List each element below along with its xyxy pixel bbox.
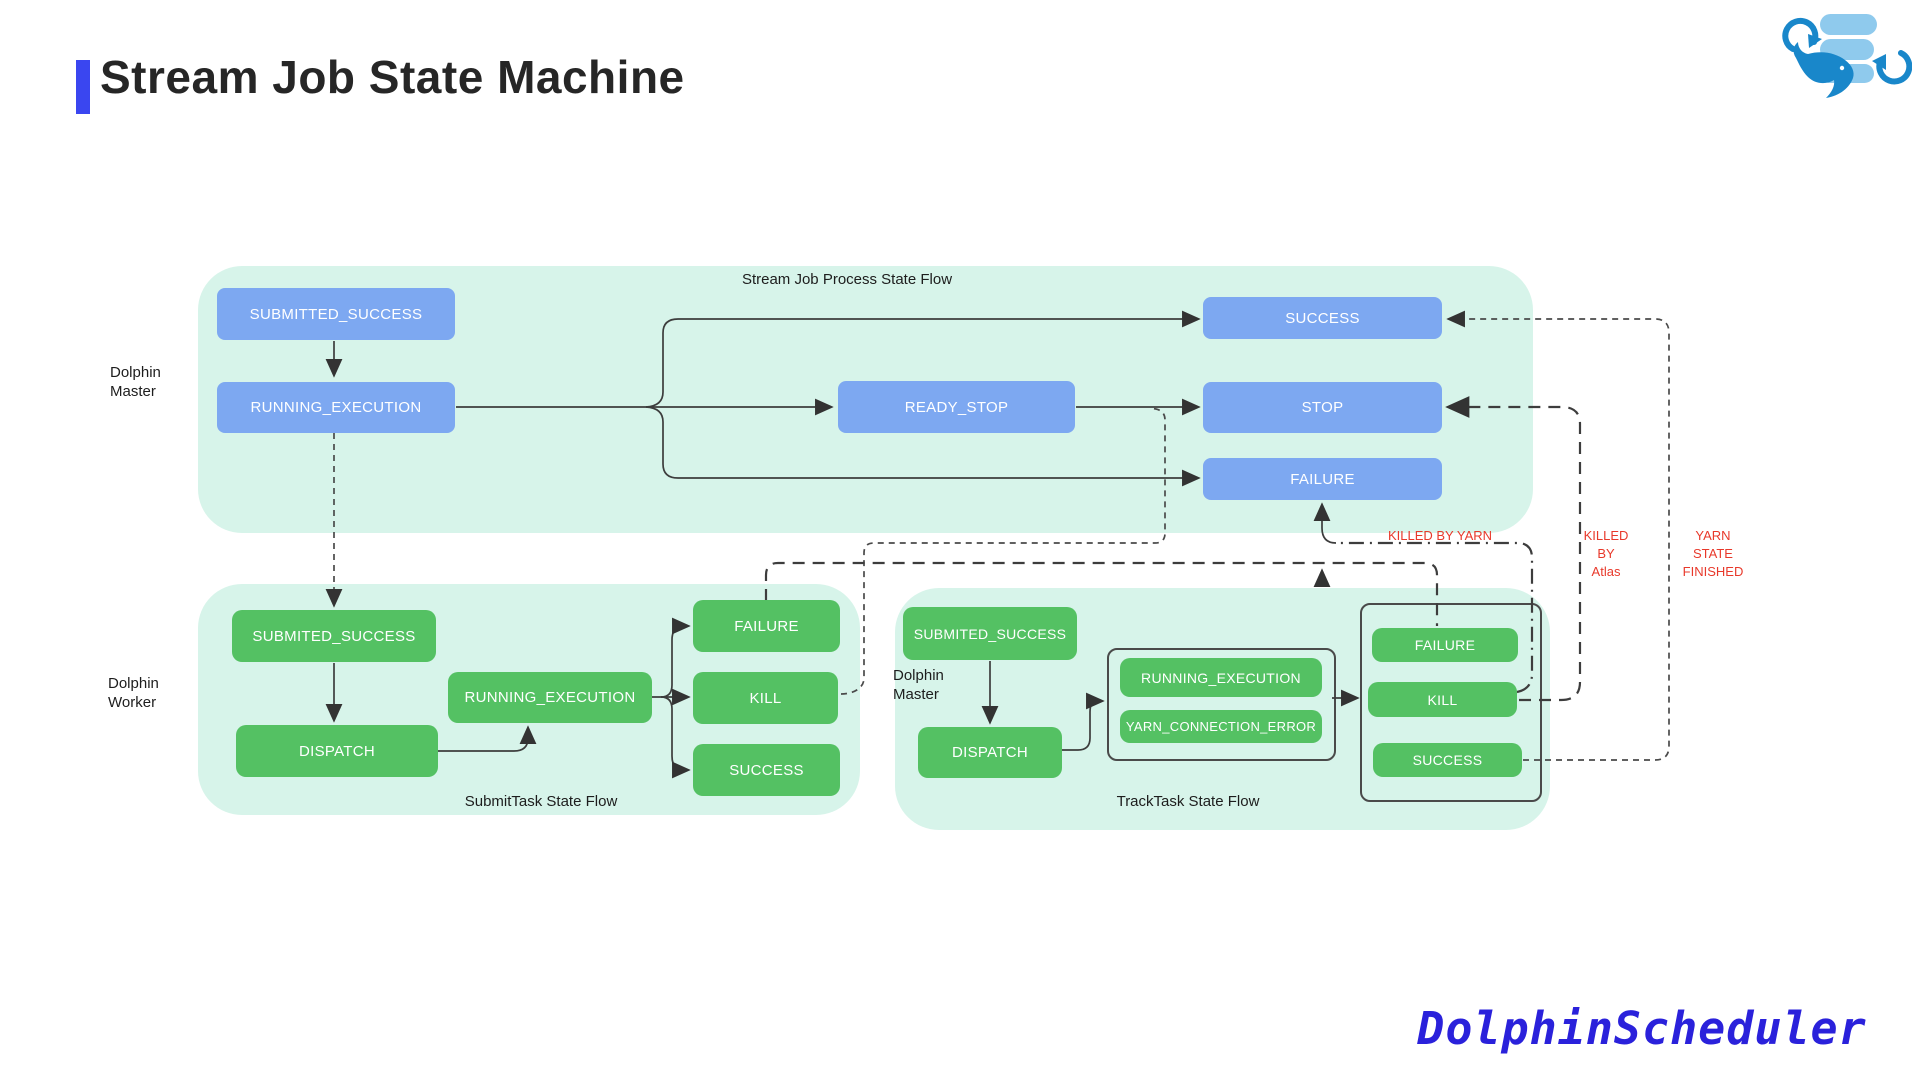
container-label-track: TrackTask State Flow	[1116, 793, 1260, 810]
track-running-group	[1107, 648, 1336, 761]
side-label-master-top: Dolphin Master	[110, 364, 161, 400]
annotation-yarn-state-finished: YARN STATE FINISHED	[1682, 528, 1744, 579]
logo-dolphin-eye	[1839, 65, 1845, 71]
node-p-running: RUNNING_EXECUTION	[217, 382, 455, 433]
node-p-submitted: SUBMITTED_SUCCESS	[217, 288, 455, 340]
logo-dolphin	[1793, 42, 1854, 98]
node-t-dispatch: DISPATCH	[918, 727, 1062, 778]
annotation-killed-by-atlas: KILLED BY Atlas	[1583, 528, 1629, 579]
node-t-failure: FAILURE	[1372, 628, 1518, 662]
side-label-worker: Dolphin Worker	[108, 675, 159, 711]
logo-cycle-arrowhead	[1872, 54, 1886, 70]
node-s-success: SUCCESS	[693, 744, 840, 796]
node-s-dispatch: DISPATCH	[236, 725, 438, 777]
logo-cycle-arrow-left	[1782, 17, 1819, 52]
node-p-success: SUCCESS	[1203, 297, 1442, 339]
node-s-submitted: SUBMITED_SUCCESS	[232, 610, 436, 662]
logo-cycle-arrow-right	[1876, 50, 1912, 85]
node-p-failure: FAILURE	[1203, 458, 1442, 500]
node-p-stop: STOP	[1203, 382, 1442, 433]
node-p-ready-stop: READY_STOP	[838, 381, 1075, 433]
container-label-process: Stream Job Process State Flow	[741, 271, 953, 288]
logo-cycle-arrowhead	[1808, 34, 1822, 48]
title-accent-bar	[76, 60, 90, 114]
node-s-running: RUNNING_EXECUTION	[448, 672, 652, 723]
node-t-submitted: SUBMITED_SUCCESS	[903, 607, 1077, 660]
node-t-kill: KILL	[1368, 682, 1517, 717]
node-s-kill: KILL	[693, 672, 838, 724]
dolphinscheduler-wordmark: DolphinScheduler	[1417, 1002, 1867, 1055]
annotation-killed-by-yarn: KILLED BY YARN	[1387, 528, 1493, 543]
node-t-yarn-error: YARN_CONNECTION_ERROR	[1120, 710, 1322, 743]
page-title: Stream Job State Machine	[100, 51, 685, 103]
logo-bar	[1820, 14, 1877, 35]
side-label-master-track: Dolphin Master	[893, 667, 944, 703]
node-s-failure: FAILURE	[693, 600, 840, 652]
node-t-running: RUNNING_EXECUTION	[1120, 658, 1322, 697]
node-t-success: SUCCESS	[1373, 743, 1522, 777]
container-label-submit: SubmitTask State Flow	[464, 793, 618, 810]
dolphinscheduler-logo-icon	[1782, 14, 1912, 98]
